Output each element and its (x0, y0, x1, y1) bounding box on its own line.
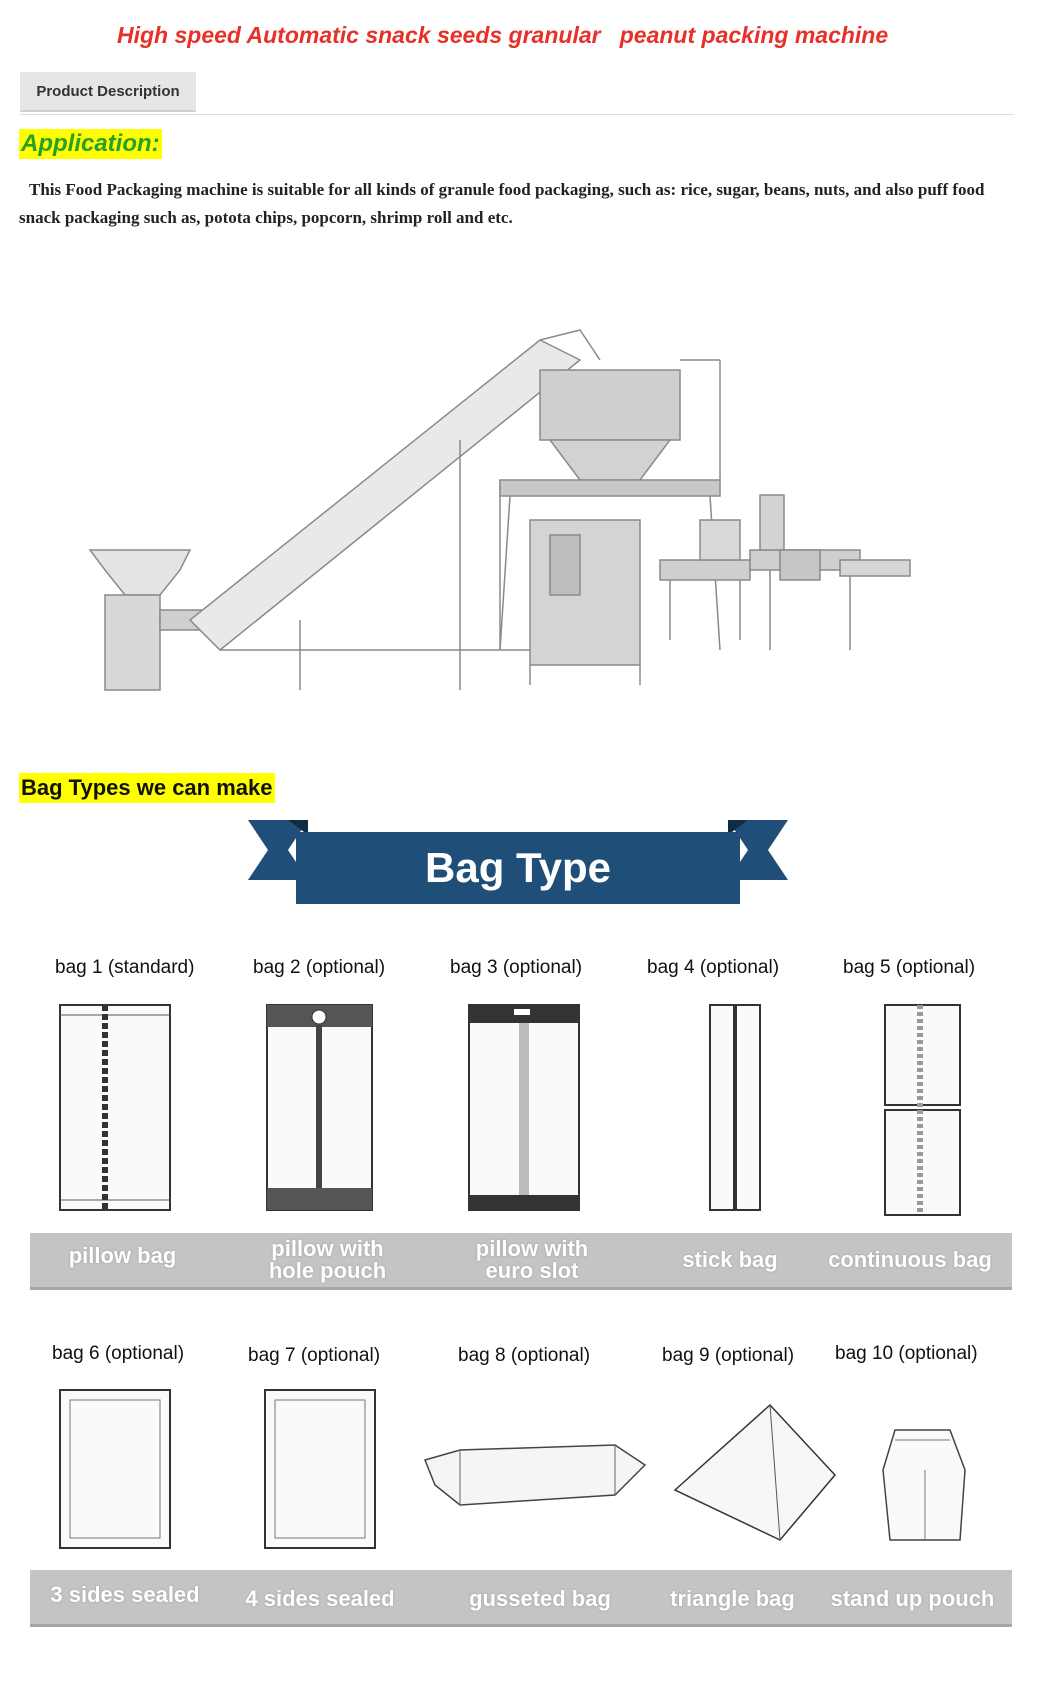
pillow-euro-slot-name: pillow with euro slot (475, 1236, 589, 1283)
three-sides-sealed-name: 3 sides sealed (50, 1582, 200, 1607)
page-title: High speed Automatic snack seeds granula… (117, 22, 889, 48)
bag-names-strip-1 (30, 1233, 1012, 1290)
tab-bar: Product Description (20, 72, 1014, 115)
pillow-bag-icon (59, 1004, 171, 1211)
continuous-bag-name: continuous bag (828, 1247, 992, 1272)
bag-5-label: bag 5 (optional) (843, 957, 976, 978)
bag-type-banner: Bag Type (248, 820, 788, 904)
bag-2-label: bag 2 (optional) (253, 957, 386, 978)
bag-1-label: bag 1 (standard) (55, 957, 195, 978)
pillow-with-euro-slot-icon (468, 1004, 580, 1211)
triangle-bag-name: triangle bag (670, 1586, 795, 1611)
bag-types-heading: Bag Types we can make (19, 773, 275, 803)
pillow-bag-name: pillow bag (68, 1243, 177, 1268)
stand-up-pouch-name: stand up pouch (830, 1586, 995, 1611)
bag-10-label: bag 10 (optional) (835, 1343, 978, 1364)
bag-4-label: bag 4 (optional) (647, 957, 780, 978)
bag-8-label: bag 8 (optional) (458, 1345, 591, 1366)
bag-9-label: bag 9 (optional) (662, 1345, 795, 1366)
stick-bag-name: stick bag (682, 1247, 778, 1272)
triangle-bag-icon (673, 1403, 837, 1541)
gusseted-bag-icon (423, 1444, 647, 1506)
continuous-bag-icon (884, 1004, 961, 1216)
bag-3-label: bag 3 (optional) (450, 957, 583, 978)
application-description: This Food Packaging machine is suitable … (19, 180, 985, 227)
stick-bag-icon (709, 1004, 761, 1211)
three-sides-sealed-icon (59, 1389, 171, 1549)
packing-machine-image (88, 329, 911, 691)
bag-6-label: bag 6 (optional) (52, 1343, 185, 1364)
bag-type-banner-text: Bag Type (425, 844, 611, 891)
four-sides-sealed-icon (264, 1389, 376, 1549)
bag-7-label: bag 7 (optional) (248, 1345, 381, 1366)
application-heading: Application: (19, 129, 162, 159)
bag-names-strip-2 (30, 1570, 1012, 1627)
pillow-with-hole-pouch-icon (266, 1004, 373, 1211)
gusseted-bag-name: gusseted bag (469, 1586, 611, 1611)
four-sides-sealed-name: 4 sides sealed (245, 1586, 395, 1611)
stand-up-pouch-icon (882, 1429, 966, 1541)
pillow-hole-pouch-name: pillow with hole pouch (268, 1236, 387, 1283)
tab-product-description[interactable]: Product Description (20, 72, 196, 112)
